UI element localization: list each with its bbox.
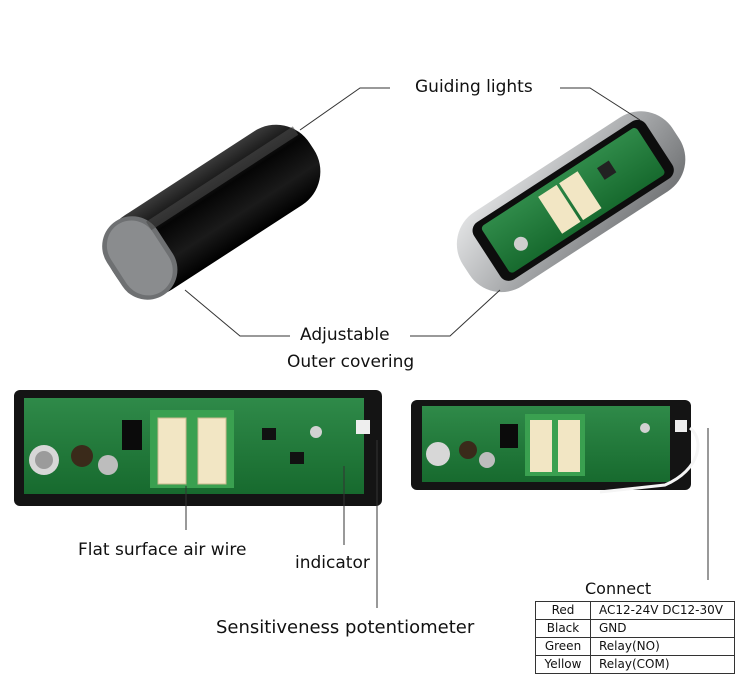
- label-outer-covering: Outer covering: [287, 352, 415, 372]
- table-row: Green Relay(NO): [535, 637, 735, 656]
- connect-title: Connect: [585, 579, 652, 598]
- table-row: Red AC12-24V DC12-30V: [535, 601, 735, 620]
- label-adjustable: Adjustable: [300, 325, 390, 345]
- label-flat-surface-air-wire: Flat surface air wire: [78, 540, 247, 560]
- silver-sensor-unit: [456, 111, 686, 293]
- pcb-board-small: [411, 400, 700, 494]
- label-sensitiveness-potentiometer: Sensitiveness potentiometer: [216, 617, 475, 638]
- leader-line: [560, 87, 641, 121]
- wire-function: AC12-24V DC12-30V: [590, 601, 735, 620]
- wire-color: Yellow: [535, 655, 591, 674]
- pcb-board-large: [14, 390, 382, 506]
- table-row: Yellow Relay(COM): [535, 655, 735, 674]
- wire-color: Green: [535, 637, 591, 656]
- wire-color: Black: [535, 619, 591, 638]
- table-row: Black GND: [535, 619, 735, 638]
- leader-line: [184, 289, 290, 337]
- leader-line: [299, 87, 390, 131]
- wire-function: GND: [590, 619, 735, 638]
- wire-function: Relay(COM): [590, 655, 735, 674]
- leader-line: [410, 289, 501, 337]
- wire-color: Red: [535, 601, 591, 620]
- wire-function: Relay(NO): [590, 637, 735, 656]
- wiring-table: Red AC12-24V DC12-30V Black GND Green Re…: [535, 601, 735, 674]
- black-sensor-unit: [102, 124, 321, 300]
- label-guiding-lights: Guiding lights: [415, 77, 533, 97]
- label-indicator: indicator: [295, 553, 370, 573]
